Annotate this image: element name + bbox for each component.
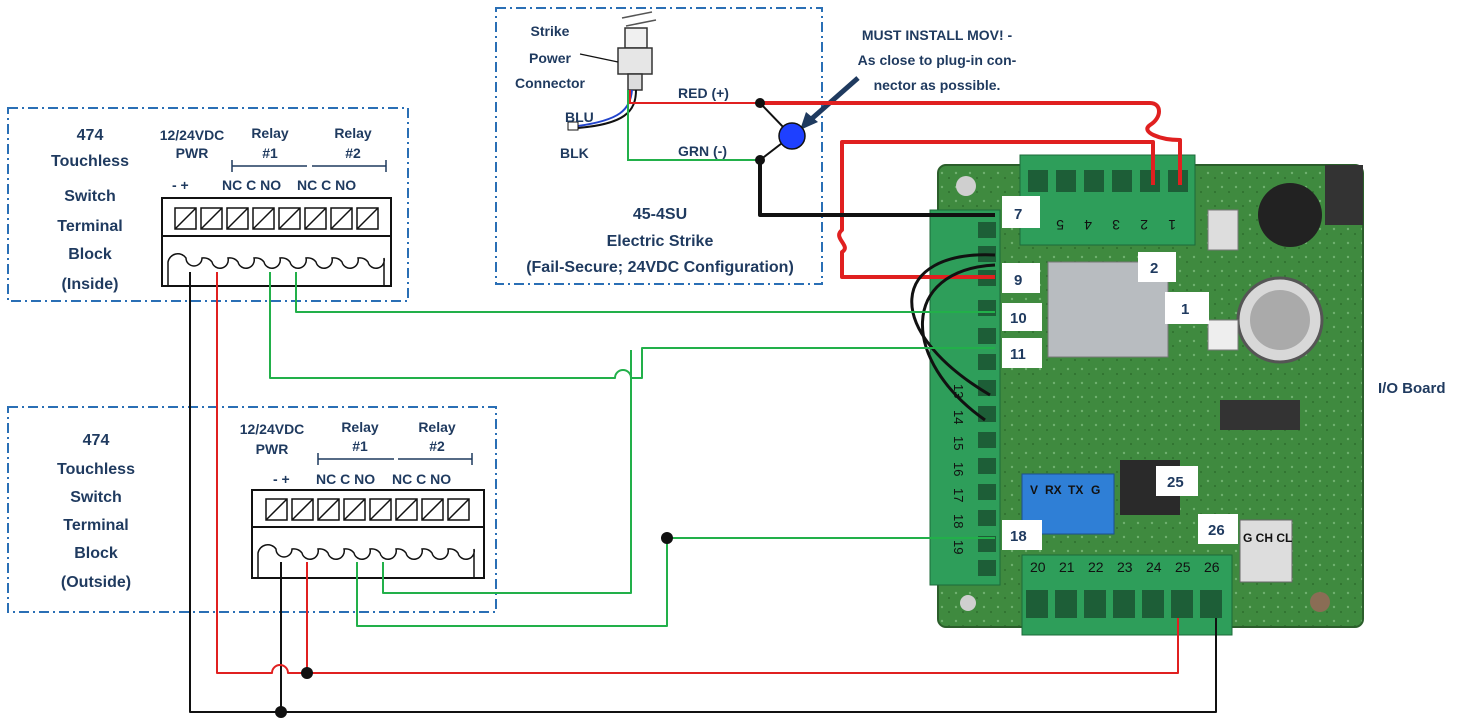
blue-pin-labels: V RX TX G <box>1030 483 1100 497</box>
pwr-label: PWR <box>176 145 209 161</box>
mov-component <box>778 122 806 150</box>
terminal-tag-9: 9 <box>1014 272 1022 289</box>
electric-strike: Strike Power Connector BLU BLK RED (+) G… <box>515 11 794 276</box>
side-pin-label: 16 <box>951 462 966 476</box>
pins-relay1: NC C NO <box>316 471 375 487</box>
blk-label: BLK <box>560 145 589 161</box>
outside-title-line: Block <box>74 545 118 562</box>
outside-block-frame <box>7 406 497 613</box>
bottom-pin-label: 23 <box>1117 559 1133 575</box>
side-terminal-screws <box>978 222 996 576</box>
top-pin-label: 5 <box>1056 217 1064 233</box>
relay2-label: Relay <box>334 125 372 141</box>
relay1-label: Relay <box>341 419 379 435</box>
outside-title-line: (Outside) <box>61 574 131 591</box>
wires <box>189 98 1217 718</box>
top-pin-label: 1 <box>1168 217 1176 233</box>
connector-label: Connector <box>515 75 586 91</box>
bottom-pin-label: 24 <box>1146 559 1162 575</box>
mov-arrow <box>806 76 860 124</box>
side-pin-labels: 13 14 15 16 17 18 19 <box>951 384 966 554</box>
io-board-label: I/O Board <box>1378 380 1446 397</box>
top-pin-labels: 5 4 3 2 1 <box>1056 217 1176 233</box>
side-pin-label: 15 <box>951 436 966 450</box>
top-terminal-screws <box>1028 170 1188 192</box>
strike-config: (Fail-Secure; 24VDC Configuration) <box>526 259 794 276</box>
top-pin-label: 4 <box>1084 217 1092 233</box>
io-board: 5 4 3 2 1 13 14 15 16 17 18 19 20 21 <box>929 154 1364 636</box>
inside-title-line: Terminal <box>57 218 123 235</box>
pins-relay2: NC C NO <box>392 471 451 487</box>
red-label: RED (+) <box>678 85 729 101</box>
inside-block-frame <box>7 107 409 302</box>
gch-connector-label: G CH CL <box>1243 531 1292 545</box>
pwr-label: PWR <box>256 441 289 457</box>
outside-title-line: Touchless <box>57 461 135 478</box>
blue-pin-label: V <box>1030 483 1038 497</box>
terminal-tag-25: 25 <box>1167 474 1184 491</box>
blue-pin-label: TX <box>1068 483 1083 497</box>
bottom-pin-label: 22 <box>1088 559 1104 575</box>
connector-label: Power <box>529 50 572 66</box>
inside-title-line: Switch <box>64 188 116 205</box>
terminal-tag-11: 11 <box>1010 346 1026 363</box>
mov-note: MUST INSTALL MOV! - As close to plug-in … <box>800 27 1017 130</box>
bottom-pin-label: 26 <box>1204 559 1220 575</box>
side-pin-label: 14 <box>951 410 966 424</box>
side-pin-label: 17 <box>951 488 966 502</box>
blue-pin-label: G <box>1091 483 1100 497</box>
bottom-pin-label: 25 <box>1175 559 1191 575</box>
relay2-label: Relay <box>418 419 456 435</box>
bottom-terminal-screws <box>1026 590 1222 618</box>
inside-title-line: (Inside) <box>62 276 119 293</box>
relay1-label: Relay <box>251 125 289 141</box>
outside-title-line: 474 <box>83 432 110 449</box>
pins-pwr: - + <box>172 177 189 193</box>
terminal-tags: 7 9 10 11 18 2 1 25 26 <box>1002 196 1238 550</box>
relay2-label: #2 <box>429 438 445 454</box>
pins-pwr: - + <box>273 471 290 487</box>
blu-label: BLU <box>565 109 594 125</box>
blue-pin-label: RX <box>1045 483 1062 497</box>
strike-name: Electric Strike <box>607 233 714 250</box>
outside-title-line: Terminal <box>63 517 129 534</box>
pins-relay2: NC C NO <box>297 177 356 193</box>
terminal-tag-10: 10 <box>1010 310 1027 327</box>
strike-frame <box>495 7 823 285</box>
outside-title-line: Switch <box>70 489 122 506</box>
connector-label: Strike <box>531 23 570 39</box>
grn-label: GRN (-) <box>678 143 727 159</box>
connector-pointer <box>579 53 619 63</box>
terminal-tag-18: 18 <box>1010 528 1027 545</box>
pwr-label: 12/24VDC <box>160 127 225 143</box>
terminal-tag-2: 2 <box>1150 260 1158 277</box>
relay1-label: #1 <box>262 145 278 161</box>
terminal-tag-26: 26 <box>1208 522 1225 539</box>
mov-note-line: As close to plug-in con- <box>858 52 1017 68</box>
inside-title-line: Block <box>68 246 112 263</box>
mov-note-line: MUST INSTALL MOV! - <box>862 27 1013 43</box>
bottom-pin-labels: 20 21 22 23 24 25 26 <box>1030 559 1220 575</box>
terminal-tag-7: 7 <box>1014 206 1022 223</box>
pins-relay1: NC C NO <box>222 177 281 193</box>
side-pin-label: 18 <box>951 514 966 528</box>
top-pin-label: 2 <box>1140 217 1148 233</box>
bottom-pin-label: 21 <box>1059 559 1075 575</box>
bottom-pin-label: 20 <box>1030 559 1046 575</box>
mov-note-line: nector as possible. <box>874 77 1001 93</box>
top-pin-label: 3 <box>1112 217 1120 233</box>
outside-terminal-block: 474 Touchless Switch Terminal Block (Out… <box>57 419 485 591</box>
relay1-label: #1 <box>352 438 368 454</box>
strike-model: 45-4SU <box>633 206 687 223</box>
inside-terminal-block: 474 Touchless Switch Terminal Block (Ins… <box>51 125 392 293</box>
pwr-label: 12/24VDC <box>240 421 305 437</box>
inside-title-line: 474 <box>77 127 104 144</box>
terminal-tag-1: 1 <box>1181 301 1189 318</box>
relay2-label: #2 <box>345 145 361 161</box>
inside-title-line: Touchless <box>51 153 129 170</box>
side-pin-label: 19 <box>951 540 966 554</box>
